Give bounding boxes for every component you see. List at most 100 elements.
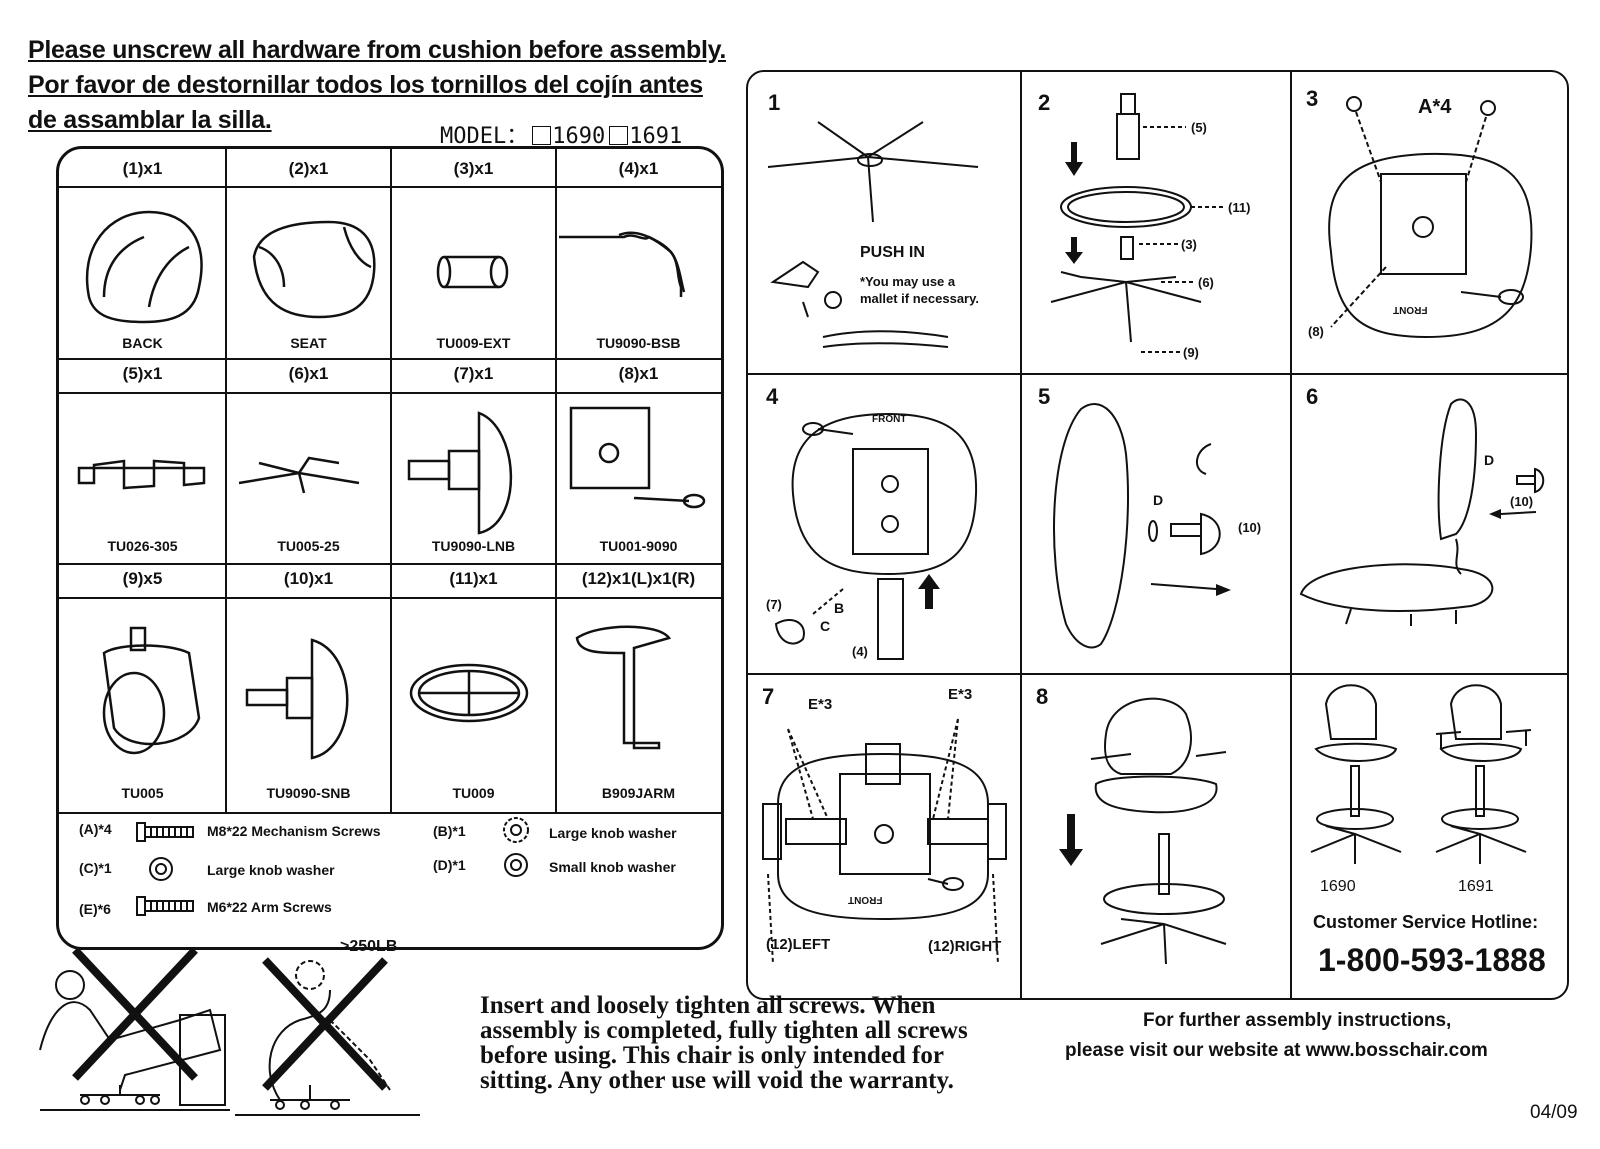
- checkbox-1690: [532, 126, 552, 145]
- hardware-desc: Large knob washer: [207, 862, 335, 878]
- back-cushion-drawing: [85, 210, 203, 324]
- part-qty: (10)x1: [283, 569, 334, 588]
- step6-label-10: (10): [1510, 494, 1534, 509]
- hardware-id: (B)*1: [433, 823, 466, 839]
- armrest-right-label: (12)RIGHT: [928, 938, 1002, 955]
- chair-base-drawing: [238, 456, 360, 494]
- reclining-person-drawing: [39, 1001, 222, 1091]
- part-code: TU005: [121, 785, 164, 801]
- step-number: 3: [1306, 86, 1319, 111]
- hotline-number: 1-800-593-1888: [1318, 942, 1546, 978]
- step-number: 7: [762, 684, 775, 709]
- part-qty: (2)x1: [288, 159, 329, 178]
- hardware-desc: Large knob washer: [549, 825, 677, 841]
- parts-row1-drawings: [85, 210, 686, 324]
- part-qty: (12)x1(L)x1(R): [581, 569, 696, 588]
- step-number: 6: [1306, 384, 1319, 409]
- front-orientation-label: FRONT: [848, 894, 883, 905]
- model-1690: 1690: [552, 124, 606, 149]
- instruction-english: Please unscrew all hardware from cushion…: [28, 36, 726, 64]
- revision-date: 04/09: [1530, 1102, 1578, 1123]
- step6-drawing: [1299, 398, 1545, 626]
- finished-chairs-drawing: [1310, 684, 1532, 864]
- step4-drawing: [774, 412, 978, 660]
- part-code: B909JARM: [601, 785, 676, 801]
- step-number: 1: [768, 90, 781, 115]
- website-note-line2: please visit our website at www.bosschai…: [1065, 1040, 1488, 1061]
- knob-drawing: [310, 638, 349, 760]
- weight-limit: >250LB: [340, 938, 398, 955]
- part-qty: (5)x1: [122, 364, 163, 383]
- part-code: TU009-EXT: [436, 335, 511, 351]
- step5-label-10: (10): [1238, 520, 1262, 535]
- push-in-label: PUSH IN: [860, 244, 925, 261]
- part-code: TU009: [452, 785, 495, 801]
- hardware-desc: M8*22 Mechanism Screws: [207, 823, 381, 839]
- front-orientation-label: FRONT: [872, 414, 907, 425]
- part-code: SEAT: [290, 335, 327, 351]
- screw-icon: [136, 896, 194, 916]
- step5-label-d: D: [1153, 492, 1164, 508]
- warranty-text-line4: sitting. Any other use will void the war…: [480, 1067, 954, 1094]
- warranty-text-line2: assembly is completed, fully tighten all…: [480, 1017, 968, 1044]
- hardware-id: (D)*1: [433, 857, 466, 873]
- step4-label-4: (4): [852, 644, 868, 659]
- step-number: 4: [766, 384, 779, 409]
- part-code: TU9090-BSB: [596, 335, 681, 351]
- armrest-drawing: [575, 625, 671, 750]
- step5-drawing: [1053, 403, 1231, 649]
- part-qty: (8)x1: [618, 364, 659, 383]
- hardware-desc: Small knob washer: [549, 859, 676, 875]
- parts-row2-drawings: [77, 406, 706, 535]
- step2-label-11: (11): [1228, 200, 1251, 215]
- assembly-steps-panel: 1 PUSH IN *You may use a mallet if neces…: [746, 70, 1569, 1000]
- step4-label-b: B: [834, 600, 845, 616]
- hardware-desc: M6*22 Arm Screws: [207, 899, 332, 915]
- part-qty: (7)x1: [453, 364, 494, 383]
- parts-row3-drawings: [102, 625, 671, 760]
- step6-label-d: D: [1484, 452, 1495, 468]
- step3-drawing: [1328, 96, 1533, 339]
- step8-drawing: [1059, 697, 1227, 965]
- gas-lift-drawing: [77, 459, 206, 490]
- part-code: TU9090-SNB: [266, 785, 351, 801]
- step4-label-7: (7): [766, 597, 782, 612]
- footring-drawing: [409, 663, 529, 723]
- parts-grid-lines: [59, 149, 721, 814]
- part-code: TU001-9090: [599, 538, 678, 554]
- front-orientation-label: FRONT: [1393, 304, 1428, 315]
- screws-e-right: E*3: [948, 686, 973, 703]
- checkbox-1691: [609, 126, 629, 145]
- part-qty: (9)x5: [122, 569, 163, 588]
- hardware-id: (C)*1: [79, 860, 112, 876]
- instruction-spanish-line2: de assamblar la silla.: [28, 106, 272, 134]
- mallet-note: *You may use a: [860, 274, 956, 289]
- step-number: 8: [1036, 684, 1049, 709]
- screw-icon: [136, 822, 194, 842]
- washer-icon: [149, 857, 173, 881]
- part-qty: (4)x1: [618, 159, 659, 178]
- step7-drawing: [762, 718, 1007, 965]
- steps-grid-lines: [748, 72, 1567, 998]
- hardware-id: (E)*6: [79, 901, 111, 917]
- seat-cushion-drawing: [252, 220, 376, 319]
- caster-drawing: [129, 626, 147, 652]
- prohibited-x-icon: [72, 947, 388, 1091]
- star-washer-icon: [503, 817, 529, 843]
- step-number: 5: [1038, 384, 1051, 409]
- misuse-warning-pictograms: [39, 947, 420, 1116]
- part-code: TU005-25: [277, 538, 340, 554]
- screws-e-left: E*3: [808, 696, 833, 713]
- washer-icon: [504, 853, 528, 877]
- model-label: MODEL：: [440, 124, 529, 149]
- pole-cover-drawing: [444, 255, 499, 289]
- model-1691-label: 1691: [1458, 878, 1494, 895]
- step2-label-6: (6): [1198, 275, 1214, 290]
- part-qty: (11)x1: [449, 569, 498, 588]
- step2-label-3: (3): [1181, 237, 1197, 252]
- step1-drawing: [767, 121, 979, 348]
- step4-label-c: C: [820, 618, 831, 634]
- hardware-id: (A)*4: [79, 821, 112, 837]
- part-code: TU026-305: [107, 538, 178, 554]
